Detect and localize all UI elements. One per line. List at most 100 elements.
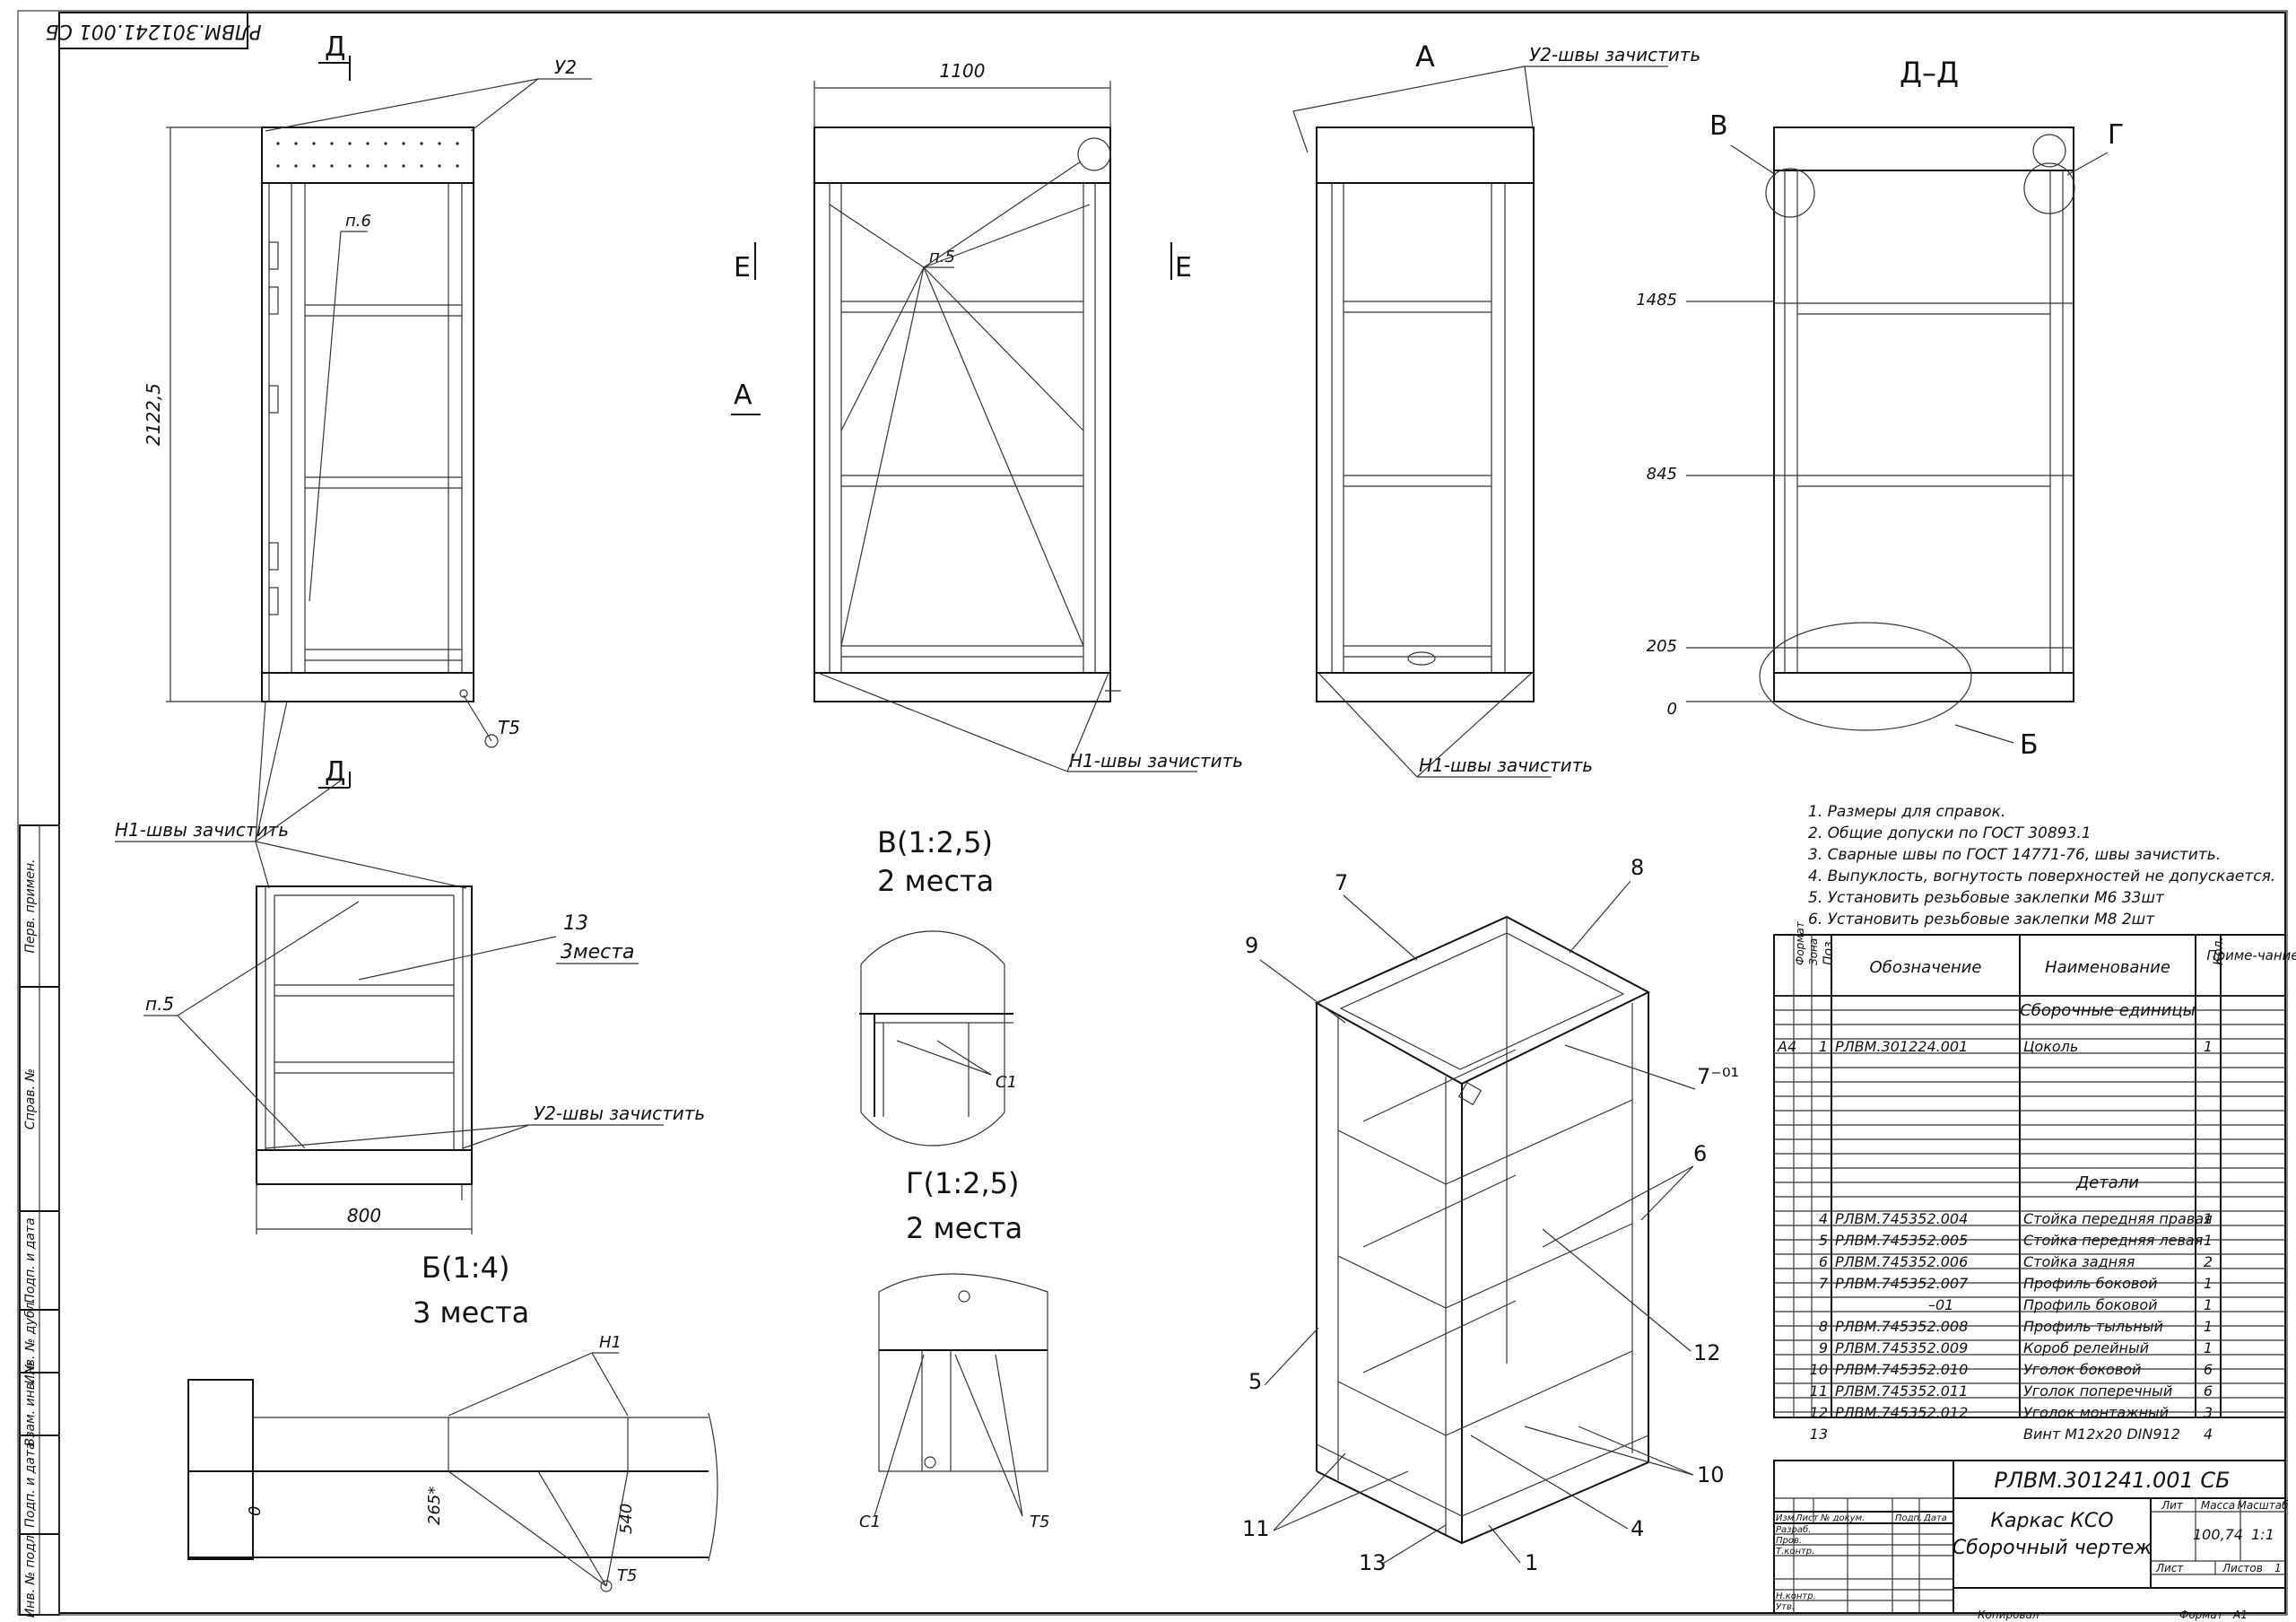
spec-header-format: Формат xyxy=(1794,920,1806,965)
spec-cell-pos: 11 xyxy=(1810,1382,1828,1400)
spec-cell-pos: 12 xyxy=(1810,1404,1828,1421)
iso-label-7: 7 xyxy=(1335,870,1348,895)
section-dd: Д–Д В Г Б 1485 845 205 0 xyxy=(1636,56,2124,761)
tb-lit-header: Лит xyxy=(2161,1499,2184,1512)
spec-cell-designation: РЛВМ.745352.006 xyxy=(1835,1253,1968,1270)
spec-cell-designation: –01 xyxy=(1928,1296,1953,1313)
spec-cell-qty: 1 xyxy=(2204,1210,2213,1227)
detail-v-title: В(1:2,5) xyxy=(877,825,993,859)
iso-label-11: 11 xyxy=(1242,1516,1270,1541)
detail-g-subtitle: 2 места xyxy=(906,1211,1022,1245)
spec-cell-designation: РЛВМ.745352.008 xyxy=(1835,1318,1968,1335)
spec-header-designation: Обозначение xyxy=(1870,958,1982,977)
callout-t5-b: Т5 xyxy=(617,1566,637,1585)
callout-p6: п.6 xyxy=(345,212,371,231)
spec-cell-designation: РЛВМ.301224.001 xyxy=(1835,1038,1968,1055)
callout-13-places: 3места xyxy=(561,941,635,964)
callout-h1-front: Н1-швы зачистить xyxy=(1069,750,1243,772)
spec-header-qty: Кол. xyxy=(2212,937,2226,965)
iso-label-7-01: 7⁻⁰¹ xyxy=(1697,1064,1739,1089)
spec-cell-name: Профиль тыльный xyxy=(2023,1318,2163,1335)
detail-v-subtitle: 2 места xyxy=(877,864,994,898)
iso-label-12: 12 xyxy=(1693,1340,1721,1365)
strip-label-4: Инв. № дубл. xyxy=(23,1298,38,1384)
top-stamp: РЛВМ.301241.001 СБ xyxy=(45,12,262,49)
detail-b-title: Б(1:4) xyxy=(422,1251,509,1285)
iso-label-1: 1 xyxy=(1525,1550,1538,1575)
spec-cell-name: Стойка задняя xyxy=(2023,1253,2135,1270)
dim-height-2122: 2122,5 xyxy=(143,383,164,446)
tb-name-line1: Каркас КСО xyxy=(1990,1510,2113,1532)
isometric-view: 7 8 9 7⁻⁰¹ 6 5 12 11 10 4 13 1 xyxy=(1242,855,1739,1575)
section-label-e-right: Е xyxy=(1175,252,1192,283)
spec-cell-qty: 6 xyxy=(2204,1382,2213,1400)
section-label-d-top: Д xyxy=(325,31,345,63)
dim-b-540: 540 xyxy=(617,1504,636,1534)
tb-role-checked: Пров. xyxy=(1776,1536,1802,1546)
dim-b-0: 0 xyxy=(246,1506,265,1516)
spec-cell-designation: РЛВМ.745352.007 xyxy=(1835,1275,1969,1292)
spec-cell-pos: 6 xyxy=(1819,1253,1828,1270)
strip-label-1: Перв. примен. xyxy=(23,859,38,953)
dim-width-1100: 1100 xyxy=(940,60,986,82)
tb-scale-value: 1:1 xyxy=(2251,1526,2274,1543)
spec-cell-pos: 1 xyxy=(1819,1038,1828,1055)
detail-label-v: В xyxy=(1709,110,1728,142)
spec-cell-name: Уголок монтажный xyxy=(2023,1404,2169,1421)
section-label-e-left: Е xyxy=(734,252,751,283)
callout-t5: Т5 xyxy=(498,717,520,738)
view-a-title: А xyxy=(1415,39,1435,74)
tb-sheets-count: 1 xyxy=(2274,1562,2282,1574)
spec-cell-name: Стойка передняя правая xyxy=(2023,1210,2213,1227)
note-6: 6. Установить резьбовые заклепки М8 2шт xyxy=(1808,911,2155,929)
spec-section-parts: Детали xyxy=(2075,1173,2139,1192)
spec-cell-qty: 1 xyxy=(2204,1318,2213,1335)
spec-cell-qty: 2 xyxy=(2204,1253,2213,1270)
front-view: 1100 Е Е А п.5 Н1-швы зачистить xyxy=(731,60,1243,772)
detail-label-g: Г xyxy=(2108,119,2124,151)
section-label-d-bottom: Д xyxy=(325,756,345,788)
tb-role-tcontrol: Т.контр. xyxy=(1776,1547,1814,1557)
spec-cell-name: Короб релейный xyxy=(2023,1339,2149,1356)
tb-format-value: А1 xyxy=(2232,1609,2248,1621)
tb-sheet-label: Лист xyxy=(2155,1562,2184,1574)
callout-p5-front: п.5 xyxy=(929,248,955,266)
spec-cell-qty: 1 xyxy=(2204,1232,2213,1249)
strip-label-6: Подп. и дата xyxy=(23,1442,38,1527)
callout-u2-top: У2-швы зачистить xyxy=(534,1103,705,1124)
callout-h1-left: Н1-швы зачистить xyxy=(115,819,289,841)
spec-header-name: Наименование xyxy=(2045,958,2170,977)
tb-col-list: Лист xyxy=(1795,1513,1820,1523)
tb-copied: Копировал xyxy=(1978,1609,2039,1621)
detail-label-b: Б xyxy=(2020,729,2039,761)
dim-1485: 1485 xyxy=(1636,291,1677,310)
tb-col-izm: Изм xyxy=(1776,1513,1795,1523)
strip-label-5: Взам. инв. № xyxy=(23,1361,38,1446)
inner-frame xyxy=(58,12,2286,1614)
iso-label-6: 6 xyxy=(1693,1141,1707,1166)
tb-col-date: Дата xyxy=(1923,1513,1947,1523)
note-2: 2. Общие допуски по ГОСТ 30893.1 xyxy=(1808,824,2092,842)
spec-header-zone: Зона xyxy=(1807,938,1820,965)
detail-b-subtitle: 3 места xyxy=(413,1295,529,1330)
spec-cell-name: Уголок боковой xyxy=(2023,1361,2141,1378)
dim-0: 0 xyxy=(1667,700,1677,719)
tb-role-developer: Разраб. xyxy=(1776,1524,1811,1535)
tb-name-line2: Сборочный чертеж xyxy=(1952,1537,2152,1559)
detail-g: Г(1:2,5) 2 места С1 Т5 xyxy=(859,1166,1049,1531)
callout-h1-b: Н1 xyxy=(599,1333,622,1352)
spec-cell-designation: РЛВМ.745352.009 xyxy=(1835,1339,1968,1356)
spec-cell-name: Профиль боковой xyxy=(2023,1275,2158,1292)
spec-cell-name: Винт М12х20 DIN912 xyxy=(2023,1426,2180,1443)
dim-205: 205 xyxy=(1647,637,1677,656)
callout-t5-g: Т5 xyxy=(1030,1513,1049,1531)
dim-width-800: 800 xyxy=(347,1205,381,1226)
spec-cell-designation: РЛВМ.745352.011 xyxy=(1835,1382,1968,1400)
spec-cell-pos: 5 xyxy=(1819,1232,1828,1249)
tb-scale-header: Масштаб xyxy=(2237,1499,2289,1512)
tb-col-doc: № докум. xyxy=(1820,1513,1865,1523)
tb-designation: РЛВМ.301241.001 СБ xyxy=(1994,1468,2230,1493)
callout-p5-top: п.5 xyxy=(145,993,174,1015)
strip-label-3: Подп. и дата xyxy=(23,1217,38,1303)
